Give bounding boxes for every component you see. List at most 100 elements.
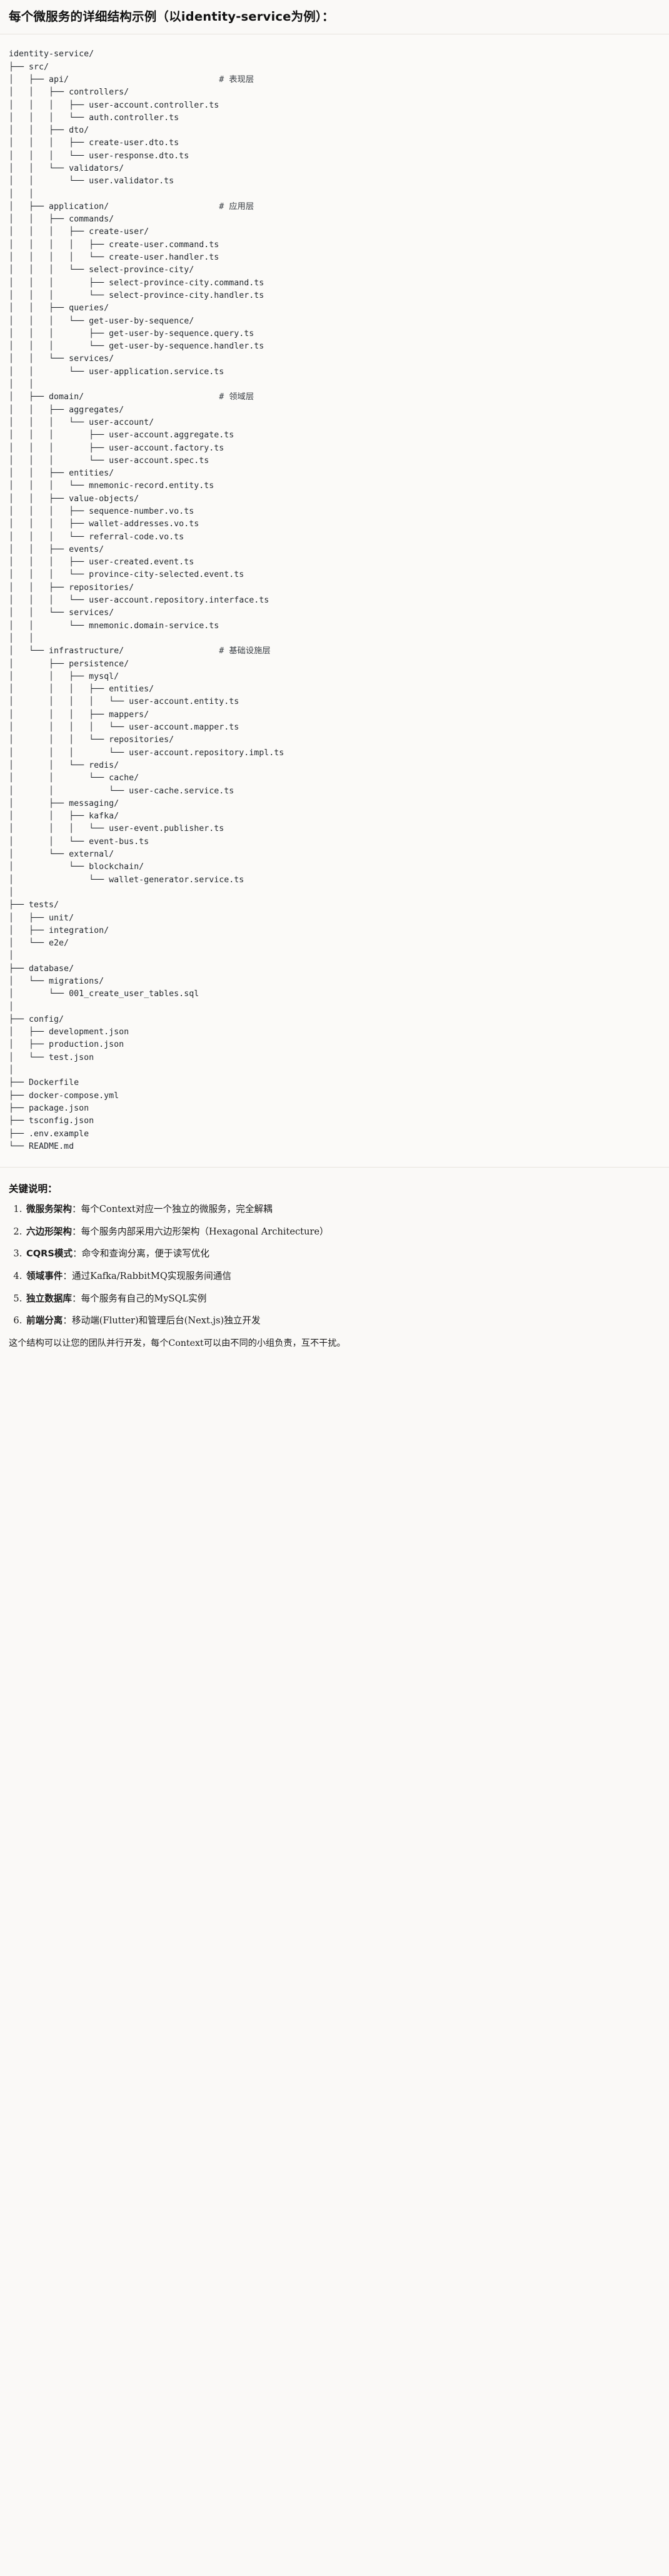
- tree-line: │: [9, 1002, 14, 1012]
- tree-line: │ ├── domain/ # 领域层: [9, 392, 254, 402]
- tree-line-comment: # 表现层: [219, 74, 254, 84]
- tree-line: │ └── external/: [9, 850, 114, 860]
- tree-line: │ ├── production.json: [9, 1040, 124, 1050]
- tree-line: │ │ ├── aggregates/: [9, 405, 124, 415]
- tree-line: │ └── infrastructure/ # 基础设施层: [9, 646, 271, 656]
- tree-line: │ └── blockchain/: [9, 862, 144, 872]
- tree-line: │ │ │ └── user-event.publisher.ts: [9, 824, 224, 834]
- tree-line: │ │ │ ├── create-user/: [9, 227, 149, 237]
- key-note-text: ：移动端(Flutter)和管理后台(Next.js)独立开发: [63, 1315, 261, 1326]
- tree-line: │ │ │ └── repositories/: [9, 735, 174, 745]
- tree-line: │ │ │ │ ├── create-user.command.ts: [9, 240, 219, 250]
- key-note-term: 独立数据库: [26, 1293, 72, 1304]
- tree-line: │ │ │ ├── user-account.factory.ts: [9, 443, 224, 453]
- tree-line: │ │ │ │ └── create-user.handler.ts: [9, 253, 219, 263]
- key-notes-section: 关键说明： 微服务架构：每个Context对应一个独立的微服务，完全解耦六边形架…: [0, 1168, 669, 1366]
- directory-tree-block: identity-service/├── src/│ ├── api/ # 表现…: [0, 34, 669, 1168]
- tree-line: │ ├── integration/: [9, 925, 109, 935]
- page-title: 每个微服务的详细结构示例（以identity-service为例）：: [9, 9, 334, 24]
- tree-line: ├── docker-compose.yml: [9, 1091, 119, 1101]
- tree-line: │ │ │ │ └── user-account.mapper.ts: [9, 723, 239, 733]
- tree-line-comment: # 领域层: [219, 392, 254, 402]
- tree-line: │ │ │ └── user-account.spec.ts: [9, 456, 209, 466]
- tree-line: │ │ │ ├── get-user-by-sequence.query.ts: [9, 328, 254, 339]
- tree-line: │ │ │ └── select-province-city.handler.t…: [9, 290, 264, 300]
- tree-line: │ │ └── user.validator.ts: [9, 176, 174, 186]
- tree-line: │ ├── unit/: [9, 913, 74, 923]
- tree-line: │ └── e2e/: [9, 939, 69, 949]
- tree-line: │ │ │ ├── create-user.dto.ts: [9, 138, 179, 148]
- tree-line: │ │ ├── dto/: [9, 126, 89, 136]
- tree-line: │ │ └── services/: [9, 354, 114, 364]
- tree-line: │ │ │ ├── user-account.controller.ts: [9, 100, 219, 110]
- tree-line: │ │: [9, 633, 34, 643]
- tree-line: │ │ └── services/: [9, 608, 114, 618]
- key-note-term: 前端分离: [26, 1315, 63, 1326]
- key-note-item: CQRS模式：命令和查询分离，便于读写优化: [25, 1247, 660, 1261]
- tree-line: │ │ └── validators/: [9, 163, 124, 173]
- key-notes-heading: 关键说明：: [9, 1183, 58, 1195]
- tree-line: │ └── wallet-generator.service.ts: [9, 875, 244, 885]
- tree-line: │ ├── messaging/: [9, 798, 119, 808]
- tree-line: ├── tests/: [9, 900, 59, 910]
- tree-line: ├── database/: [9, 964, 74, 974]
- key-note-text: ：每个Context对应一个独立的微服务，完全解耦: [71, 1204, 273, 1215]
- tree-line: │ │ │ ├── select-province-city.command.t…: [9, 278, 264, 288]
- tree-line: │ │ │ ├── user-account.aggregate.ts: [9, 430, 234, 440]
- tree-line: │ │ └── cache/: [9, 773, 139, 783]
- tree-line: │ │ ├── commands/: [9, 215, 114, 225]
- key-note-term: CQRS模式: [26, 1248, 73, 1260]
- tree-line: │: [9, 887, 14, 897]
- tree-line: │ └── migrations/: [9, 976, 104, 986]
- tree-line: │ │ ├── controllers/: [9, 88, 129, 98]
- tree-line: │ │ │ └── province-city-selected.event.t…: [9, 570, 244, 580]
- tree-line: ├── src/: [9, 62, 49, 72]
- tree-line-comment: # 应用层: [219, 201, 254, 211]
- tree-line: │ │ │ ├── mappers/: [9, 710, 149, 720]
- tree-line: │ └── test.json: [9, 1052, 94, 1062]
- tree-line: │ │ │ └── user-account/: [9, 417, 154, 427]
- tree-line: │ │ ├── repositories/: [9, 583, 134, 593]
- tree-line: │ │ └── mnemonic.domain-service.ts: [9, 621, 219, 631]
- tree-line: │ │ │ └── user-account.repository.interf…: [9, 596, 269, 606]
- tree-line: │ │ │ ├── sequence-number.vo.ts: [9, 507, 194, 516]
- tree-line: │ │ └── event-bus.ts: [9, 837, 149, 847]
- tree-line: │: [9, 951, 14, 961]
- tree-line: │: [9, 1066, 14, 1076]
- tree-line: │ │ └── user-application.service.ts: [9, 367, 224, 377]
- tree-line: │ ├── application/ # 应用层: [9, 201, 254, 211]
- tree-line: │ │ ├── kafka/: [9, 812, 119, 822]
- key-note-text: ：通过Kafka/RabbitMQ实现服务间通信: [63, 1270, 231, 1281]
- tree-line: │ │ ├── entities/: [9, 469, 114, 479]
- tree-line: ├── tsconfig.json: [9, 1116, 94, 1126]
- tree-line: │ │ ├── queries/: [9, 303, 109, 313]
- page-root: 每个微服务的详细结构示例（以identity-service为例）： ident…: [0, 0, 669, 1366]
- tree-line: │ │ │ └── user-response.dto.ts: [9, 151, 189, 161]
- tree-line: ├── config/: [9, 1014, 64, 1024]
- tree-line: │ │ │ ├── wallet-addresses.vo.ts: [9, 519, 199, 529]
- tree-line: │ │: [9, 380, 34, 390]
- key-note-text: ：每个服务内部采用六边形架构（Hexagonal Architecture）: [71, 1226, 329, 1237]
- tree-line: │ ├── development.json: [9, 1027, 129, 1037]
- tree-line: ├── .env.example: [9, 1129, 89, 1139]
- tree-line: │ │ │ └── select-province-city/: [9, 265, 194, 275]
- key-note-item: 微服务架构：每个Context对应一个独立的微服务，完全解耦: [25, 1203, 660, 1217]
- title-bar: 每个微服务的详细结构示例（以identity-service为例）：: [0, 0, 669, 34]
- directory-tree[interactable]: identity-service/├── src/│ ├── api/ # 表现…: [0, 48, 669, 1153]
- tree-line: │ │ │ │ └── user-account.entity.ts: [9, 697, 239, 707]
- tree-line: │ │: [9, 189, 34, 199]
- tree-line: │ │ │ └── get-user-by-sequence/: [9, 316, 194, 326]
- tree-line: │ │ ├── mysql/: [9, 671, 119, 681]
- tree-line: │ │ └── redis/: [9, 760, 119, 770]
- key-note-term: 领域事件: [26, 1270, 63, 1281]
- tree-line: │ │ ├── value-objects/: [9, 494, 139, 504]
- tree-line-comment: # 基础设施层: [219, 646, 271, 656]
- tree-line: │ │ │ └── mnemonic-record.entity.ts: [9, 481, 214, 491]
- tree-line: identity-service/: [9, 49, 94, 59]
- tree-line: │ │ │ ├── entities/: [9, 685, 154, 695]
- tree-line: ├── Dockerfile: [9, 1078, 79, 1088]
- tree-line: │ │ │ └── referral-code.vo.ts: [9, 532, 184, 542]
- tree-line: ├── package.json: [9, 1103, 89, 1113]
- tree-line: │ │ ├── events/: [9, 544, 104, 554]
- tree-line: │ │ │ └── user-account.repository.impl.t…: [9, 748, 284, 758]
